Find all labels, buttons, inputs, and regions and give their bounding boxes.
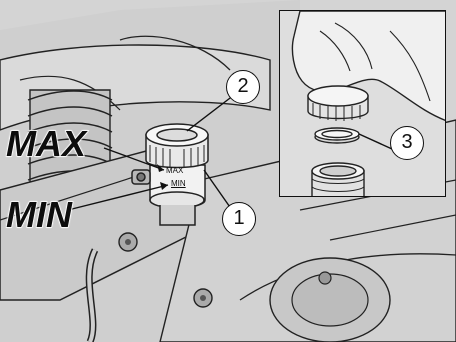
min-level-label: MIN <box>6 197 72 233</box>
callout-reservoir: 1 <box>222 202 256 236</box>
reservoir-min-mark: MIN <box>171 180 186 188</box>
detail-inset <box>279 10 446 197</box>
max-level-label: MAX <box>6 126 86 162</box>
callout-cap: 2 <box>226 70 260 104</box>
reservoir-max-mark: MAX <box>166 167 183 175</box>
cap-removal-illustration <box>280 11 446 197</box>
callout-seal: 3 <box>390 126 424 160</box>
seal-ring <box>315 128 359 143</box>
